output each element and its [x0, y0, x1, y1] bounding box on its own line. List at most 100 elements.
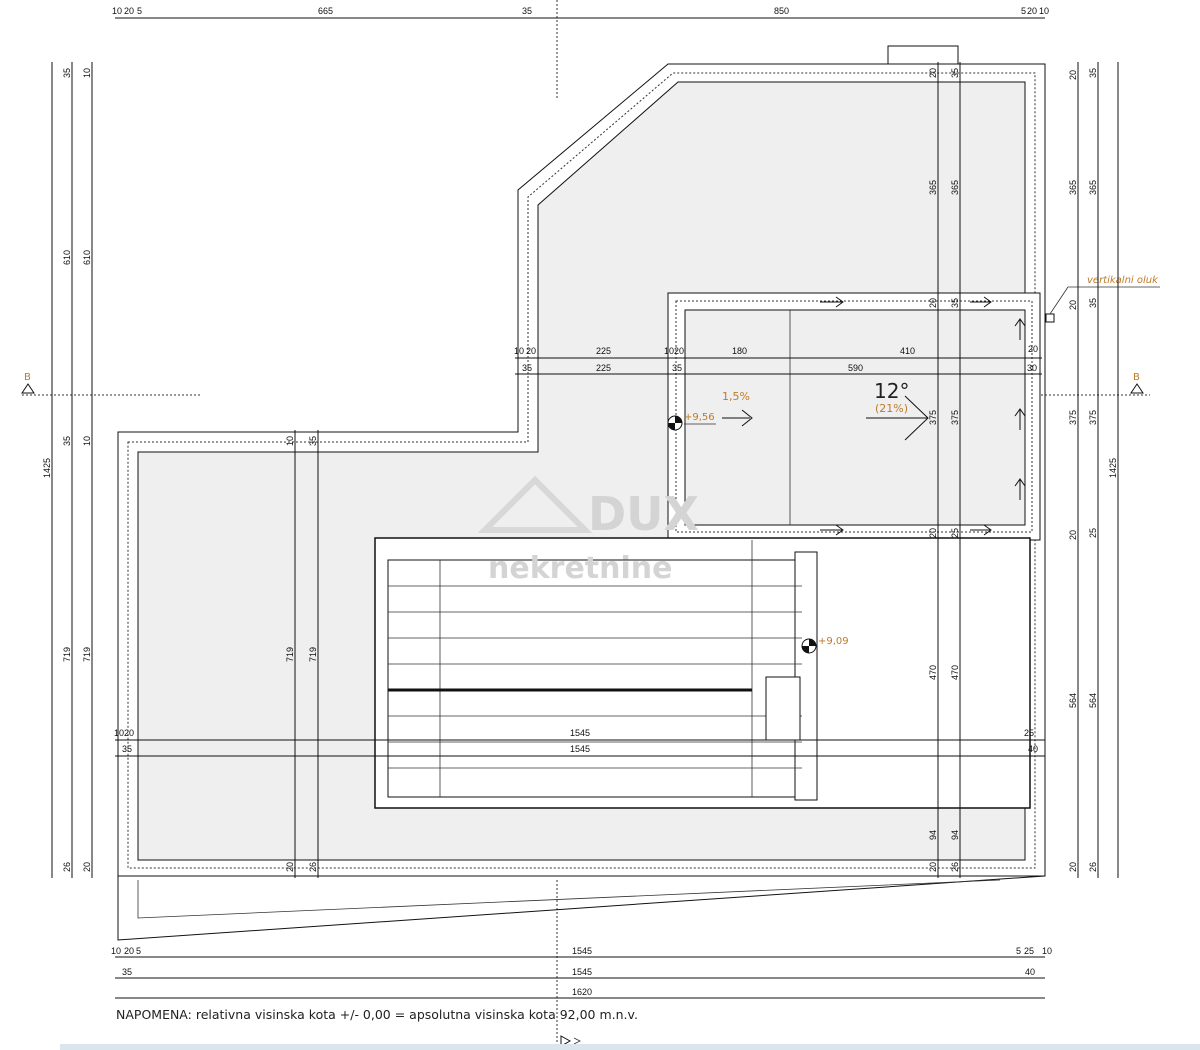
dim-label: 20: [674, 346, 684, 356]
dim-label: 10: [285, 436, 295, 446]
dim-label: 25: [1024, 728, 1034, 738]
dim-label: 850: [774, 6, 789, 16]
dim-label: 20: [1068, 530, 1078, 540]
dim-label: 20: [928, 528, 938, 538]
dim-label: 375: [1088, 410, 1098, 425]
dim-label: 20: [1068, 862, 1078, 872]
dim-label: 1545: [572, 946, 592, 956]
dim-label: 26: [308, 862, 318, 872]
bottom-strip: [60, 1044, 1200, 1050]
dim-label: 35: [122, 744, 132, 754]
dim-label: 665: [318, 6, 333, 16]
dim-label: 365: [928, 180, 938, 195]
dim-label: 590: [848, 363, 863, 373]
mid-right-dimensions: 20 35 365 365 20 35 375 375 20 25 470 47…: [928, 68, 960, 872]
dim-label: 5: [136, 946, 141, 956]
dim-label: 20: [1028, 344, 1038, 354]
dim-label: 20: [928, 298, 938, 308]
dim-label: 1620: [572, 987, 592, 997]
dim-label: 1425: [1108, 458, 1118, 478]
pool-area: [374, 537, 1031, 809]
dim-label: 20: [1068, 300, 1078, 310]
level-label-pool: +9,09: [818, 636, 849, 647]
dim-label: 35: [1088, 68, 1098, 78]
dim-label: 26: [62, 862, 72, 872]
dim-label: 35: [62, 436, 72, 446]
center-dimension-rows: 10 20 225 10 20 180 410 20 35 225 35 590…: [114, 344, 1038, 754]
dim-label: 35: [62, 68, 72, 78]
horizontal-dimension-lines: [115, 17, 1045, 999]
dim-label: 20: [1027, 6, 1037, 16]
dim-label: 1545: [570, 744, 590, 754]
dim-label: 35: [522, 6, 532, 16]
gutter-label: vertikalni oluk: [1087, 275, 1159, 286]
dim-label: 10: [1039, 6, 1049, 16]
dim-label: 375: [950, 410, 960, 425]
roof-angle-label: 12°: [874, 379, 909, 403]
level-label-top: +9,56: [684, 412, 715, 423]
section-b-left: B: [24, 372, 31, 383]
dim-label: 470: [928, 665, 938, 680]
dim-label: 20: [285, 862, 295, 872]
dim-label: 719: [285, 647, 295, 662]
drainage-arrow-icons: [820, 296, 1026, 536]
gutter-icon: [1045, 313, 1055, 323]
dim-label: 10: [514, 346, 524, 356]
dim-label: 10: [114, 728, 124, 738]
dim-label: 35: [950, 68, 960, 78]
dim-label: 20: [124, 728, 134, 738]
dim-label: 35: [522, 363, 532, 373]
dim-label: 10: [82, 68, 92, 78]
watermark-brand: DUX: [588, 487, 699, 541]
mid-left-dimensions: 10 35 719 719 20 26: [285, 436, 318, 872]
dim-label: 35: [672, 363, 682, 373]
dim-label: 94: [928, 830, 938, 840]
top-dimensions: 10 20 5 665 35 850 5 20 10: [112, 6, 1049, 16]
arrow-icon: [722, 409, 753, 427]
dim-label: 40: [1028, 744, 1038, 754]
dim-label: 94: [950, 830, 960, 840]
dim-label: 5: [137, 6, 142, 16]
note-text: NAPOMENA: relativna visinska kota +/- 0,…: [116, 1007, 638, 1022]
dim-label: 26: [950, 862, 960, 872]
dim-label: 375: [928, 410, 938, 425]
dim-label: 25: [1088, 528, 1098, 538]
section-a-marker: [573, 1037, 581, 1045]
dim-label: 35: [950, 298, 960, 308]
bottom-dimensions: 10 20 5 1545 5 25 10 35 1545 40 1620: [111, 946, 1052, 997]
right-dimensions: 20 35 365 365 20 35 375 375 20 25 564 56…: [1068, 68, 1118, 872]
dim-label: 35: [122, 967, 132, 977]
dim-label: 20: [82, 862, 92, 872]
bottom-slab: [117, 875, 1046, 941]
dim-label: 10: [1042, 946, 1052, 956]
vertical-dimension-lines: [51, 62, 1119, 878]
dim-label: 10: [112, 6, 122, 16]
roof-pct-label: (21%): [875, 402, 908, 415]
dim-label: 1545: [570, 728, 590, 738]
dim-label: 20: [124, 946, 134, 956]
dim-label: 5: [1016, 946, 1021, 956]
dim-label: 610: [62, 250, 72, 265]
dim-label: 26: [1088, 862, 1098, 872]
dim-label: 719: [308, 647, 318, 662]
section-marker-icon: [21, 383, 35, 394]
watermark: DUX nekretnine: [477, 475, 699, 586]
dim-label: 225: [596, 363, 611, 373]
dim-label: 20: [124, 6, 134, 16]
watermark-sub: nekretnine: [488, 551, 672, 586]
dim-label: 365: [1068, 180, 1078, 195]
dim-label: 40: [1025, 967, 1035, 977]
dim-label: 719: [82, 647, 92, 662]
dim-label: 25: [1024, 946, 1034, 956]
dim-label: 719: [62, 647, 72, 662]
dim-label: 20: [928, 862, 938, 872]
dim-label: 375: [1068, 410, 1078, 425]
dim-label: 1425: [42, 458, 52, 478]
dim-label: 564: [1088, 693, 1098, 708]
dim-label: 35: [1088, 298, 1098, 308]
section-marker-icon: [1130, 383, 1144, 394]
dim-label: 564: [1068, 693, 1078, 708]
dim-label: 180: [732, 346, 747, 356]
dim-label: 470: [950, 665, 960, 680]
